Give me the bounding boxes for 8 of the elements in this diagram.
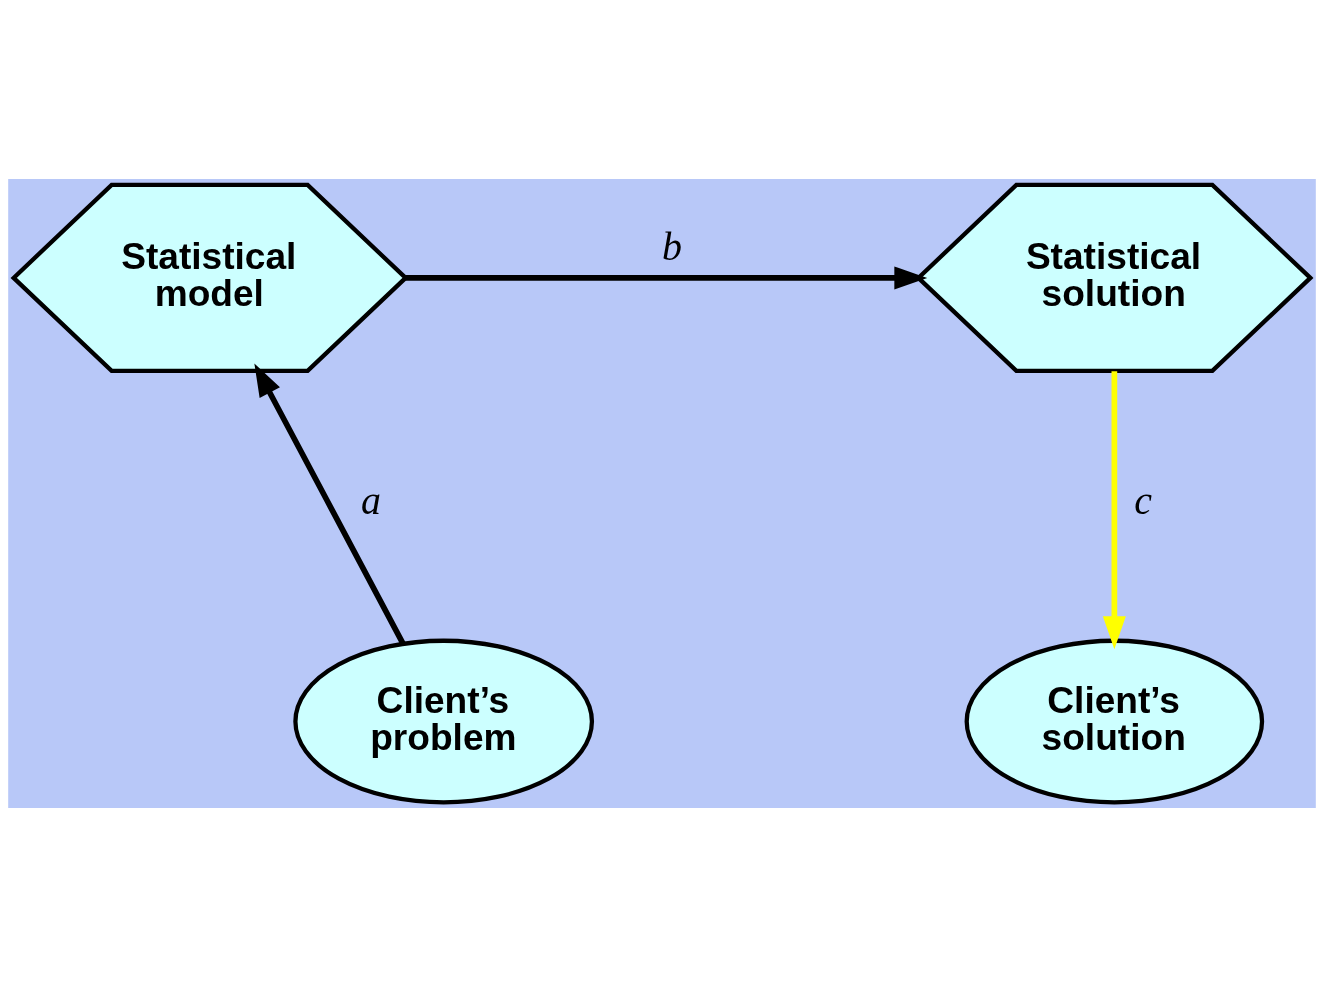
arrow — [405, 265, 928, 289]
arrow — [1102, 370, 1126, 649]
edge-label: b — [661, 223, 682, 269]
edge-label: c — [1134, 477, 1153, 523]
edge-label: a — [360, 477, 381, 523]
node-ellipse: Client’s solution — [964, 638, 1265, 805]
node-ellipse: Client’s problem — [293, 638, 595, 805]
arrow — [254, 363, 406, 645]
